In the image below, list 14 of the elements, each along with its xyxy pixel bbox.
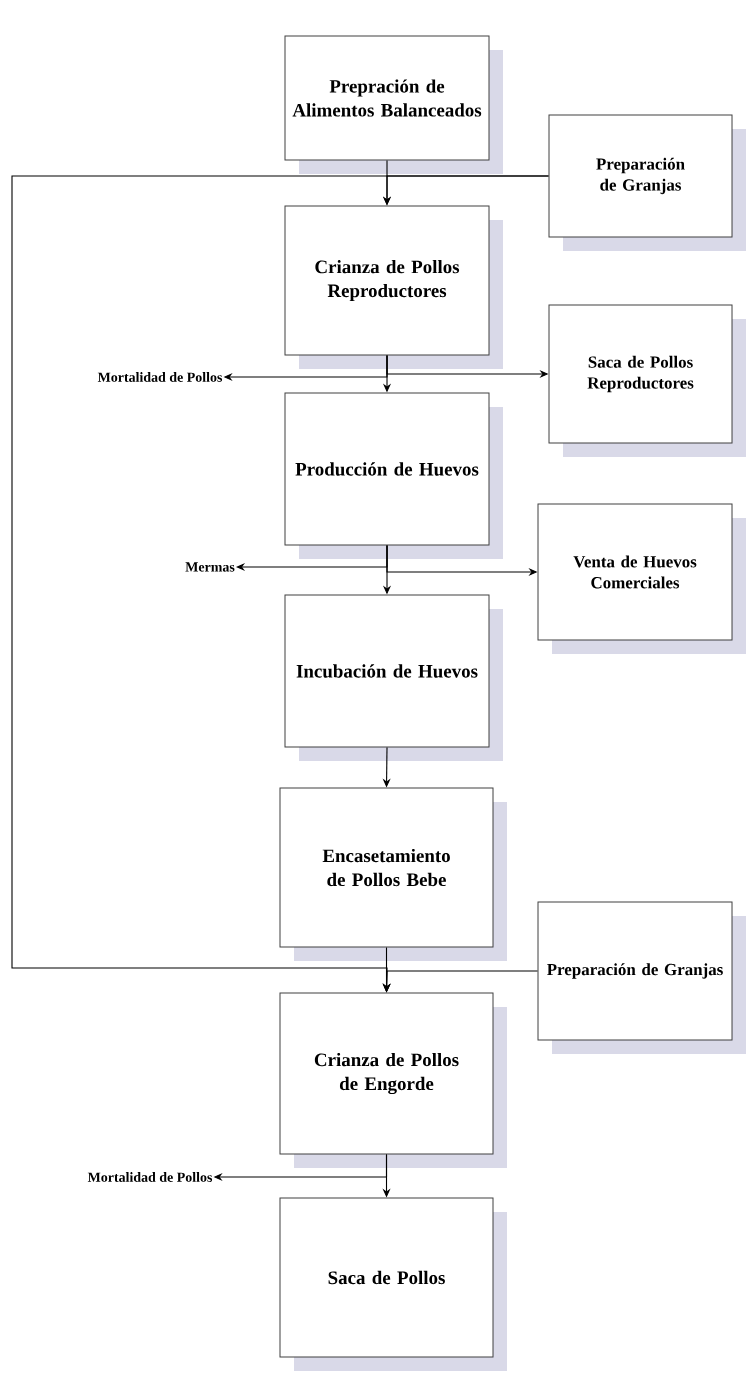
process-box: Venta de Huevos Comerciales [537, 503, 746, 654]
process-box: Incubación de Huevos [284, 594, 503, 761]
output-label: Mortalidad de Pollos [97, 372, 223, 382]
output-label: Mermas [185, 562, 235, 572]
process-box: Crianza de Pollos de Engorde [279, 992, 507, 1168]
output-label: Mortalidad de Pollos [87, 1172, 213, 1182]
process-box: Preparación de Granjas [548, 114, 746, 251]
process-box: Prepración de Alimentos Balanceados [284, 35, 503, 174]
process-box: Encasetamiento de Pollos Bebe [279, 787, 507, 961]
process-box: Producción de Huevos [284, 392, 503, 559]
process-box: Crianza de Pollos Reproductores [284, 205, 503, 369]
process-box: Preparación de Granjas [537, 901, 746, 1054]
process-box: Saca de Pollos Reproductores [548, 304, 746, 457]
process-box: Saca de Pollos [279, 1197, 507, 1371]
